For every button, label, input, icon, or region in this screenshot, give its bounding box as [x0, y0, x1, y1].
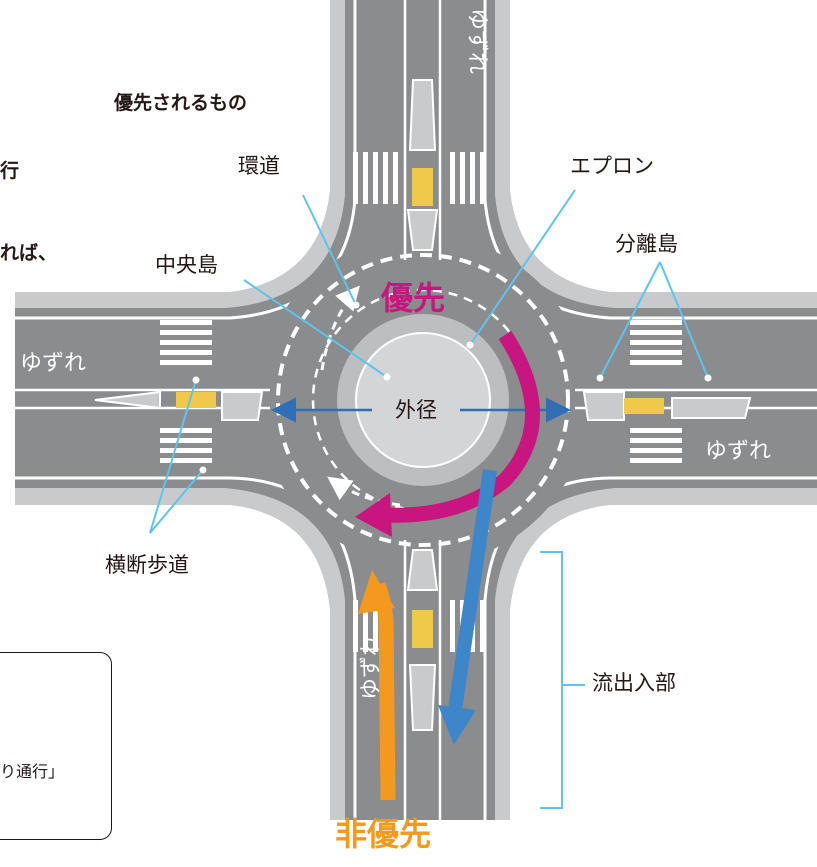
central-island — [355, 332, 491, 468]
note-text: り通行」 — [0, 762, 65, 781]
priority-arrowhead — [355, 493, 392, 537]
leader-dots — [192, 301, 712, 474]
splitter-island-right — [582, 391, 752, 421]
priority-arrow — [384, 330, 540, 523]
crosswalk-top — [353, 152, 485, 204]
exit-arrowhead — [438, 705, 476, 745]
label-non-priority: 非優先 — [335, 815, 432, 853]
label-splitter-island: 分離島 — [615, 232, 678, 256]
label-central-island: 中央島 — [155, 253, 218, 277]
leader-lines — [149, 189, 709, 809]
explanation-line-1: 優先されるもの — [114, 92, 248, 114]
splitter-island-top — [406, 79, 439, 251]
crosswalk-left — [160, 320, 212, 463]
label-apron: エプロン — [570, 154, 654, 178]
splitter-island-left — [94, 390, 264, 421]
circulation-arrow-top — [320, 285, 360, 371]
yield-marking-right: ゆずれ — [705, 439, 771, 464]
label-priority: 優先 — [381, 279, 446, 317]
label-outer-diameter: 外径 — [395, 398, 437, 422]
yield-marking-left: ゆずれ — [20, 351, 86, 376]
explanation-line-2: 行 — [0, 160, 20, 182]
non-priority-arrowhead — [358, 570, 395, 614]
label-kando: 環道 — [238, 154, 280, 178]
label-entry-exit: 流出入部 — [592, 671, 676, 695]
yield-marking-top: ゆずれ — [464, 8, 489, 74]
label-crosswalk: 横断歩道 — [105, 553, 189, 577]
crosswalk-right — [630, 320, 682, 463]
circulation-arrow-bottom — [327, 476, 401, 507]
note-box — [0, 652, 112, 840]
splitter-island-bottom — [406, 549, 439, 731]
explanation-line-3: れば、 — [0, 242, 58, 264]
exit-arrow — [448, 468, 497, 712]
